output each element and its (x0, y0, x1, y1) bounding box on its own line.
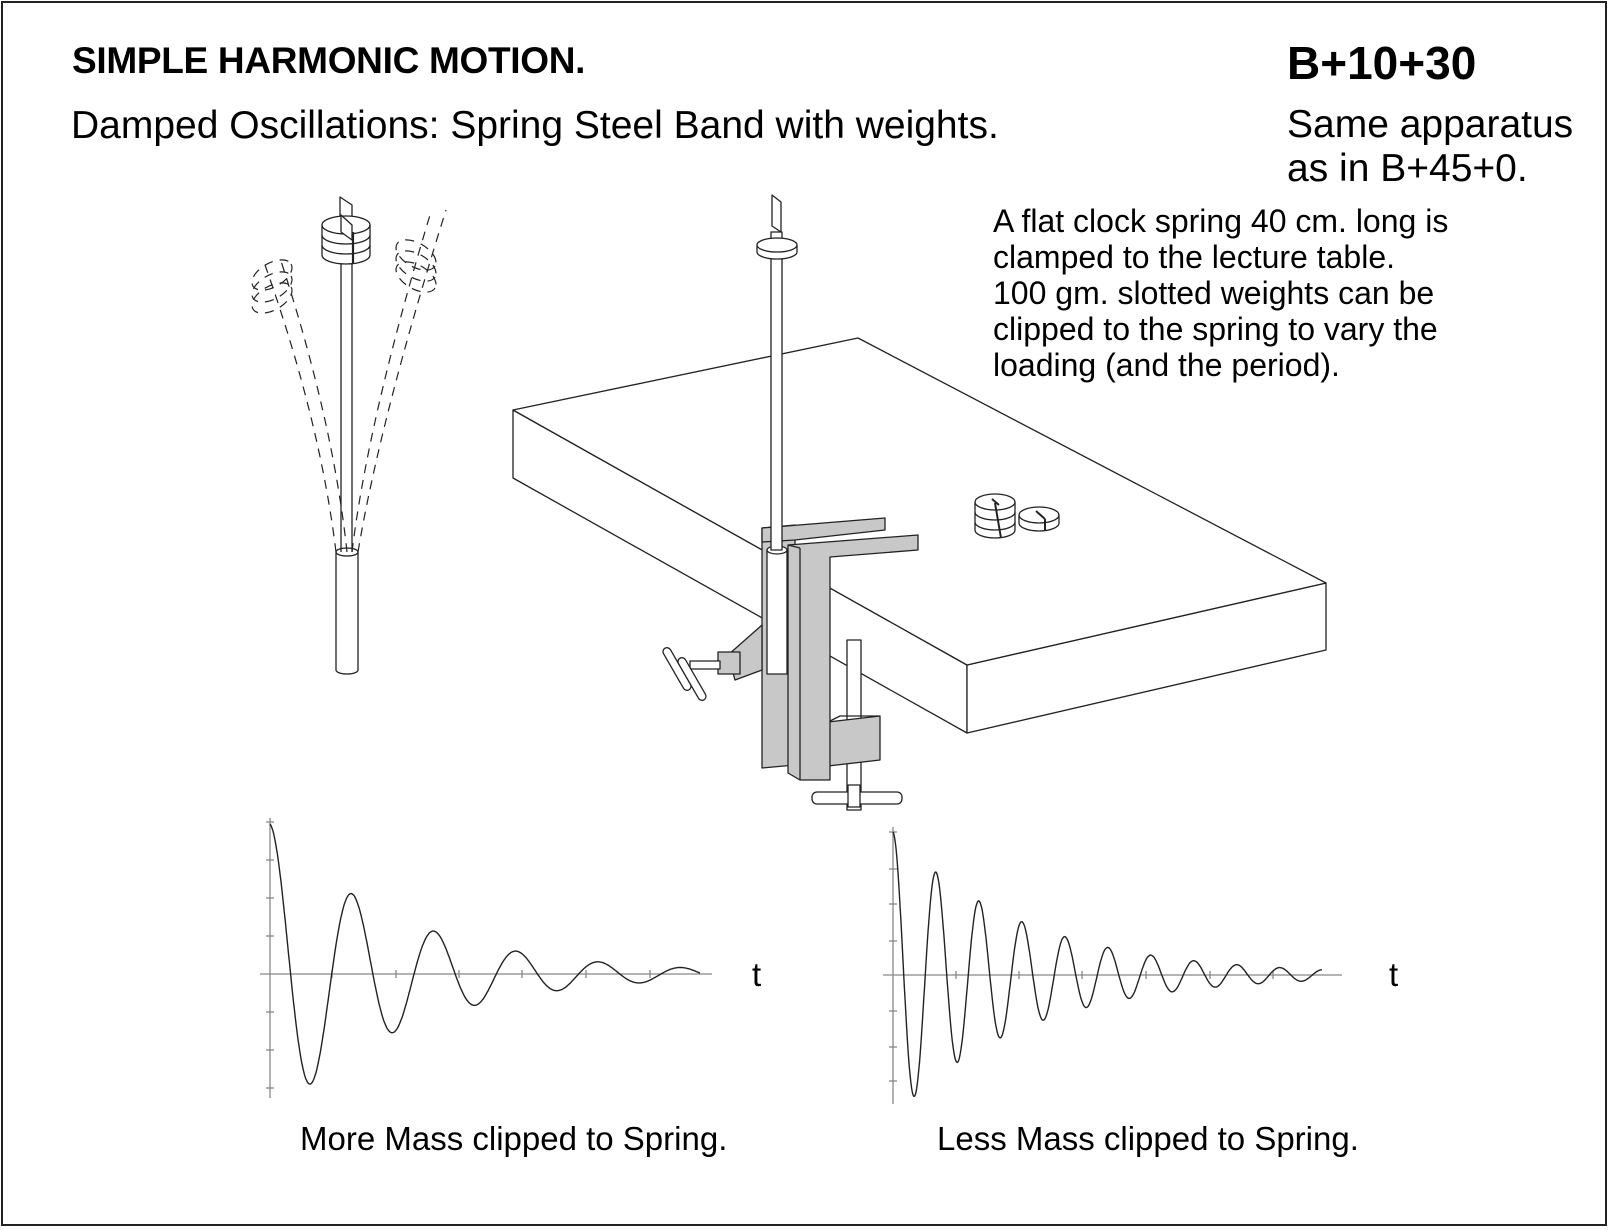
demo-code: B+10+30 (1287, 37, 1477, 89)
reference-note-line-2: as in B+45+0. (1287, 147, 1528, 190)
c-clamp (662, 194, 919, 811)
page-title: SIMPLE HARMONIC MOTION. (72, 40, 586, 81)
description: A flat clock spring 40 cm. long is clamp… (993, 203, 1553, 383)
stacked-weights-icon (321, 214, 371, 265)
description-line: 100 gm. slotted weights can be (993, 275, 1435, 311)
page-subtitle: Damped Oscillations: Spring Steel Band w… (71, 104, 999, 147)
y-ticks (266, 821, 274, 1089)
clamp-t-handle-icon (811, 784, 903, 808)
x-ticks (955, 971, 1274, 979)
side-clamp-screw-icon (662, 624, 763, 701)
oscillating-spring-figure (251, 196, 447, 675)
description-line: A flat clock spring 40 cm. long is (993, 203, 1449, 239)
caption-more-mass: More Mass clipped to Spring. (300, 1120, 728, 1157)
description-line: clamped to the lecture table. (993, 239, 1396, 275)
t-axis-label-left: t (752, 956, 762, 993)
single-weight-icon (756, 237, 798, 260)
description-line: loading (and the period). (993, 347, 1340, 383)
damped-curve-right (892, 831, 1323, 1098)
reference-note-line-1: Same apparatus (1287, 103, 1574, 146)
reference-note: Same apparatus as in B+45+0. (1287, 103, 1612, 191)
t-axis-label-right: t (1389, 956, 1399, 993)
description-line: clipped to the spring to vary the (993, 311, 1438, 347)
damped-curve-left (269, 823, 701, 1085)
slotted-weights-on-table-icon (974, 493, 1060, 539)
caption-less-mass: Less Mass clipped to Spring. (937, 1120, 1359, 1157)
